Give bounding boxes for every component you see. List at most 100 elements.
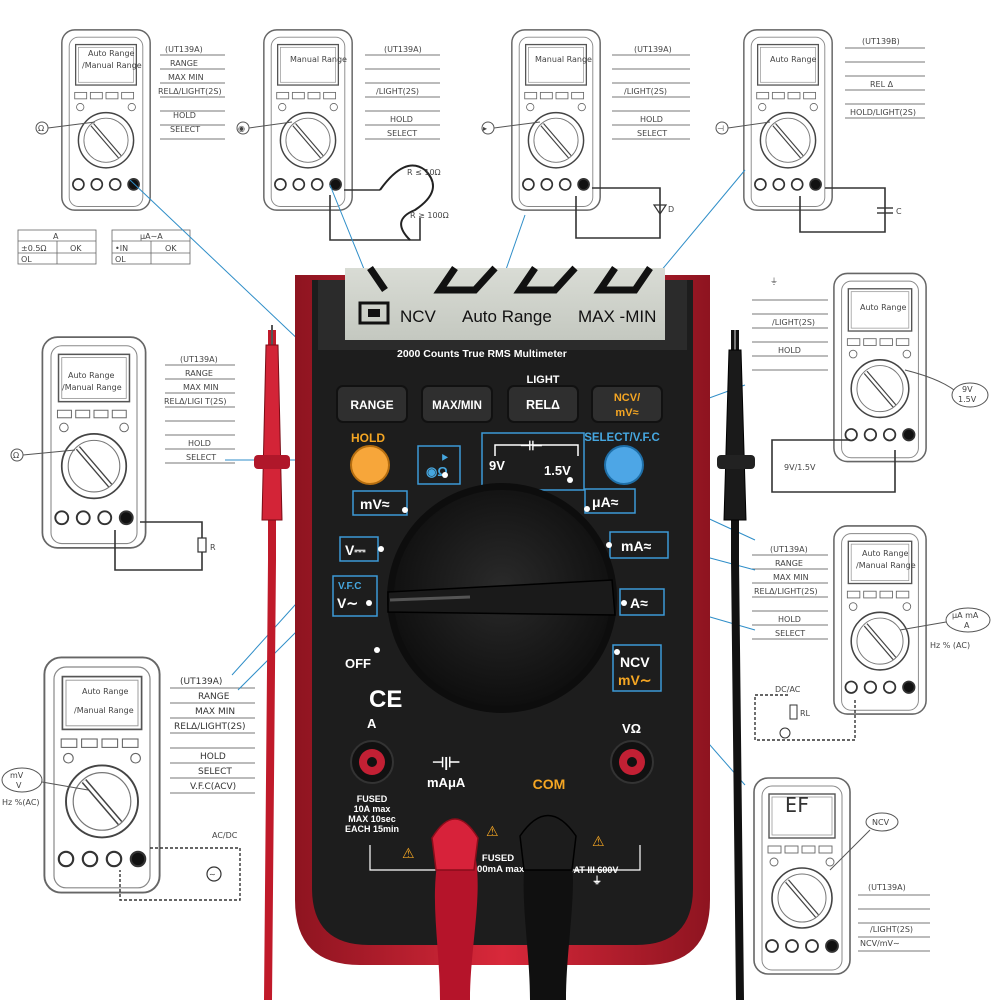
ohm-icon: Ω	[13, 451, 19, 460]
rel-button[interactable]: RELΔ	[507, 385, 579, 423]
sketch-note: R ≥ 100Ω	[410, 211, 449, 220]
cat-rating: CAT III 600V	[567, 865, 618, 875]
port-vohm-jack[interactable]	[610, 740, 654, 784]
battery-test-position[interactable]: ⊣⊢ 9V 1.5V	[481, 432, 585, 491]
dial-mv-label: mV≈	[360, 496, 390, 512]
fused-line: FUSED	[357, 794, 388, 804]
sketch-label: HOLD	[778, 615, 801, 624]
battery-1-5v: 1.5V	[544, 463, 571, 478]
port-a-jack[interactable]	[350, 740, 394, 784]
sketch-note: R	[210, 543, 216, 552]
range-label: RANGE	[350, 398, 393, 412]
port-com-label: COM	[533, 776, 566, 792]
select-button[interactable]	[604, 445, 644, 485]
sketch-note: 9V	[962, 385, 973, 394]
sketch-label: HOLD	[778, 346, 801, 355]
sketch-note: DC/AC	[775, 685, 801, 694]
sketch-screen-text: Auto Range	[770, 55, 817, 64]
hold-label: HOLD	[351, 431, 385, 445]
ncv-mv-button[interactable]: NCV/ mV≈	[591, 385, 663, 423]
dial-ua[interactable]: μA≈	[584, 488, 636, 514]
sketch-label: HOLD	[200, 752, 226, 762]
sketch-top3: Manual Range (UT139A) /LIGHT(2S) HOLD SE…	[481, 30, 690, 239]
dial-ma-label: mA≈	[621, 538, 652, 554]
sketch-label: SELECT	[637, 129, 667, 138]
table-cell: A	[53, 232, 59, 241]
table-cell: ±0.5Ω	[21, 244, 47, 253]
rel-label: RELΔ	[526, 398, 560, 412]
sketch-label: RELΔ/LIGHT(2S)	[174, 722, 246, 732]
ohm-icon: Ω	[38, 124, 44, 133]
rotary-dial[interactable]	[387, 483, 617, 713]
sketch-label: RANGE	[198, 692, 230, 702]
sketch-left2: Auto Range /Manual Range (UT139A) RANGE …	[1, 657, 255, 901]
sketch-note: D	[668, 205, 674, 214]
sketch-note: AC/DC	[212, 831, 238, 840]
sketch-note: 1.5V	[958, 395, 977, 404]
warning-icon: ⚠	[402, 846, 415, 862]
ac-source-icon: ∼	[209, 870, 216, 879]
lcd-max-min: MAX -MIN	[578, 307, 656, 326]
sketch-top4: Auto Range (UT139B) REL Δ HOLD/LIGHT(2S)…	[715, 30, 925, 233]
max-min-button[interactable]: MAX/MIN	[421, 385, 493, 423]
dial-mv[interactable]: mV≈	[352, 490, 408, 516]
ncv-mv-label: mV≈	[615, 407, 638, 419]
sketch-screen-text: /Manual Range	[856, 561, 916, 570]
sketch-screen-text: /Manual Range	[62, 383, 122, 392]
sketch-screen-text: /Manual Range	[74, 706, 134, 715]
sketch-label: /LIGHT(2S)	[624, 87, 667, 96]
dial-vac[interactable]: V.F.C V∼	[332, 575, 378, 617]
sketch-left1: Auto Range /Manual Range (UT139A) RANGE …	[10, 337, 235, 571]
sketch-label: (UT139A)	[634, 45, 672, 54]
sketch-label: (UT139A)	[180, 677, 222, 687]
dial-markers	[366, 472, 627, 655]
dial-ncv[interactable]: NCV mV∼	[612, 644, 662, 692]
sketch-screen-text: Manual Range	[535, 55, 592, 64]
sketch-label: HOLD	[640, 115, 663, 124]
sketch-label: MAX MIN	[168, 73, 204, 82]
fused-line: MAX 10sec	[348, 814, 396, 824]
sketch-label: RANGE	[185, 369, 213, 378]
sketch-top2: Manual Range (UT139A) /LIGHT(2S) HOLD SE…	[236, 30, 449, 241]
sketch-screen-text: Auto Range	[82, 687, 129, 696]
sketch-label: RELΔ/LIGHT(2S)	[158, 87, 222, 96]
sketch-note: Hz %(AC)	[2, 798, 40, 807]
black-probe	[717, 330, 755, 1000]
sketch-label: SELECT	[198, 767, 232, 777]
sketch-label: REL Δ	[870, 80, 894, 89]
select-vfc-label: SELECT/V.F.C	[584, 432, 660, 444]
light-label: LIGHT	[527, 374, 560, 386]
lcd-auto-range: Auto Range	[462, 307, 552, 326]
dial-off-label: OFF	[345, 656, 371, 671]
capacitor-symbol: ⊣|⊢	[432, 754, 460, 770]
port-a-label: A	[367, 716, 377, 731]
fused-10a-text: FUSED 10A max MAX 10sec EACH 15min	[345, 794, 399, 834]
dial-a[interactable]: A≈	[619, 588, 665, 616]
warning-icon: ⚠	[486, 824, 499, 840]
sketch-screen-text: Auto Range	[860, 303, 907, 312]
multimeter: NCV Auto Range MAX -MIN 2000 Counts True…	[295, 265, 710, 965]
ground-icon: ⏚	[592, 875, 602, 887]
sketch-label: /LIGHT(2S)	[376, 87, 419, 96]
warning-icon: ⚠	[592, 834, 605, 850]
dial-ua-label: μA≈	[592, 494, 619, 510]
fused-line: 200mA max	[472, 864, 525, 875]
fused-line: FUSED	[482, 853, 514, 864]
sketch-note: mV	[10, 771, 24, 780]
sketch-label: (UT139A)	[165, 45, 203, 54]
black-plug	[519, 814, 577, 1000]
sketch-label: NCV/mV∼	[860, 939, 900, 948]
sketch-label: RELΔ/LIGHT(2S)	[754, 587, 818, 596]
sketch-label: (UT139A)	[384, 45, 422, 54]
sketch-note: μA mA	[952, 611, 979, 620]
sketch-note: Hz % (AC)	[930, 641, 970, 650]
dial-ncv-label: NCV	[620, 654, 650, 670]
sketch-label: MAX MIN	[195, 707, 235, 717]
sketch-label: /LIGHT(2S)	[772, 318, 815, 327]
sketch-label: NCV	[872, 818, 890, 827]
sketch-label: RANGE	[775, 559, 803, 568]
table-cell: OL	[115, 255, 126, 264]
range-button[interactable]: RANGE	[336, 385, 408, 423]
hold-button[interactable]	[350, 445, 390, 485]
